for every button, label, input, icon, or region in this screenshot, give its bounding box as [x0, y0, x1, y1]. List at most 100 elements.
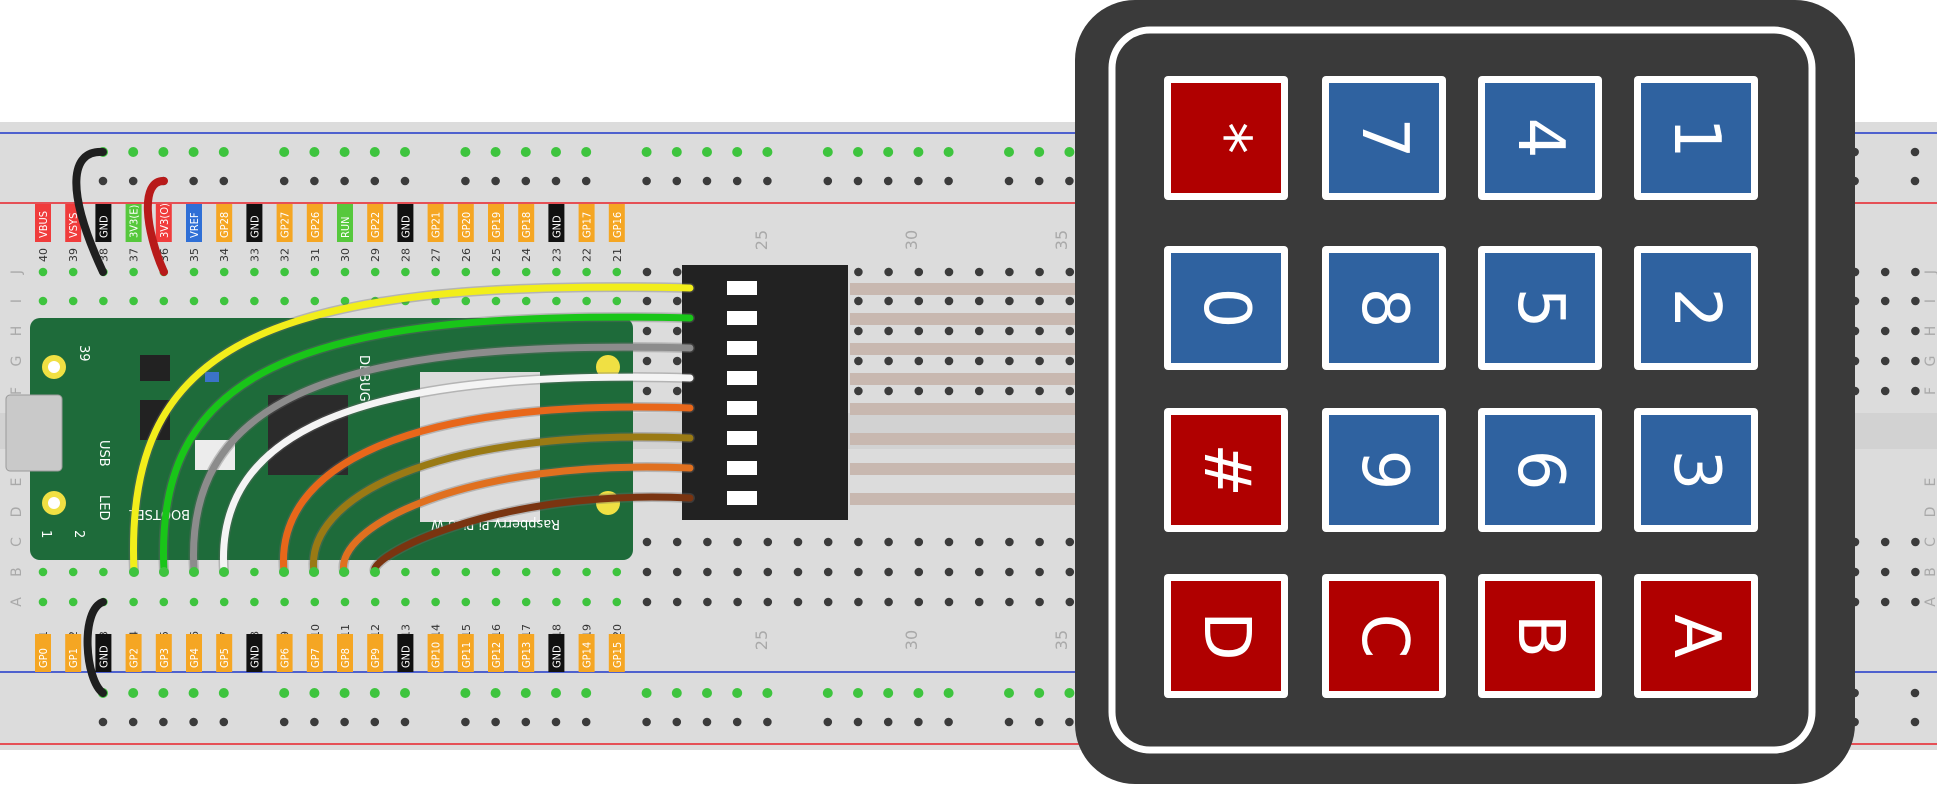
rail-hole: [1034, 147, 1045, 157]
rail-hole: [581, 176, 591, 186]
keypad-key-9[interactable]: 9: [1322, 408, 1446, 532]
pin-label: GP5: [218, 648, 231, 668]
terminal-hole: [1911, 386, 1920, 396]
keypad-key-star[interactable]: *: [1164, 76, 1288, 200]
rail-hole: [460, 688, 471, 698]
pin-label: GP27: [279, 212, 292, 238]
terminal-hole: [733, 567, 742, 577]
keypad-key-4[interactable]: 4: [1478, 76, 1602, 200]
keypad-key-7[interactable]: 7: [1322, 76, 1446, 200]
pin-label: GND: [399, 215, 412, 238]
terminal-hole: [1065, 537, 1075, 547]
key-face: [1171, 581, 1281, 691]
keypad-key-c[interactable]: C: [1322, 574, 1446, 698]
rail-hole: [461, 176, 470, 186]
terminal-hole: [642, 267, 652, 277]
top-pin-3v3(e): 3V3(E)37: [125, 204, 142, 262]
keypad-key-0[interactable]: 0: [1164, 246, 1288, 370]
terminal-hole: [1005, 537, 1014, 547]
pin-label: GP11: [460, 642, 473, 668]
terminal-hole: [944, 567, 954, 577]
terminal-hole: [1065, 356, 1075, 366]
pin-label: 3V3(O): [158, 203, 171, 238]
mount-hole-icon: [596, 355, 620, 379]
rail-hole: [642, 176, 651, 186]
terminal-hole: [1880, 567, 1890, 577]
keypad-key-1[interactable]: 1: [1634, 76, 1758, 200]
rail-hole: [460, 147, 471, 157]
terminal-hole: [944, 296, 954, 306]
jumper-wires: [72, 147, 695, 697]
keypad-key-d[interactable]: D: [1164, 574, 1288, 698]
rail-hole: [490, 147, 501, 157]
wire-end-dot: [159, 567, 169, 577]
terminal-hole: [250, 597, 259, 607]
terminal-hole: [612, 267, 622, 277]
terminal-hole: [1911, 326, 1920, 336]
terminal-hole: [733, 597, 742, 607]
terminal-hole: [944, 386, 954, 396]
terminal-hole: [189, 597, 199, 607]
usb-label: USB: [96, 440, 111, 467]
row-letter: D: [9, 507, 25, 518]
pin-label-bg: [518, 634, 535, 672]
rail-hole: [702, 688, 712, 698]
strip-trace: [850, 403, 1080, 415]
terminal-hole: [280, 597, 289, 607]
keypad-key-3[interactable]: 3: [1634, 408, 1758, 532]
key-label: C: [1347, 614, 1421, 659]
rail-hole: [1065, 717, 1074, 727]
pin-number: 34: [218, 248, 231, 262]
terminal-hole: [944, 326, 954, 336]
rail-hole: [883, 176, 893, 186]
terminal-hole: [491, 267, 501, 277]
row-letter: E: [9, 478, 25, 487]
pin-label-bg: [276, 204, 293, 242]
keypad-key-b[interactable]: B: [1478, 574, 1602, 698]
keypad-key-hash[interactable]: #: [1164, 408, 1288, 532]
keypad-key-a[interactable]: A: [1634, 574, 1758, 698]
pin-label: GP12: [490, 642, 503, 668]
terminal-hole: [521, 567, 531, 577]
terminal-hole: [1880, 597, 1890, 607]
pin-label-bg: [457, 204, 474, 242]
terminal-hole: [340, 597, 350, 607]
keypad-key-8[interactable]: 8: [1322, 246, 1446, 370]
key-face: [1171, 83, 1281, 193]
keypad-key-6[interactable]: 6: [1478, 408, 1602, 532]
strip-trace: [850, 463, 1080, 475]
pin-label: VSYS: [67, 213, 80, 238]
terminal-hole: [642, 296, 652, 306]
terminal-hole: [1035, 326, 1044, 336]
key-label: *: [1189, 122, 1263, 154]
terminal-hole: [974, 567, 984, 577]
row-letter: C: [1923, 537, 1937, 547]
terminal-hole: [1035, 356, 1044, 366]
rail-hole: [400, 688, 410, 698]
keypad-key-5[interactable]: 5: [1478, 246, 1602, 370]
pin-label-bg: [427, 634, 444, 672]
terminal-hole: [854, 326, 863, 336]
rail-hole: [309, 688, 320, 698]
keypad-key-2[interactable]: 2: [1634, 246, 1758, 370]
pin-number: 30: [339, 248, 352, 262]
rail-hole: [944, 717, 953, 727]
terminal-hole: [854, 267, 863, 277]
rail-hole: [159, 717, 168, 727]
rail-hole: [1034, 688, 1045, 698]
terminal-hole: [370, 597, 380, 607]
row-letter: I: [9, 299, 25, 303]
terminal-hole: [672, 267, 682, 277]
column-number: 35: [1052, 230, 1071, 250]
bottom-pin-gp4: 6GP4: [186, 631, 202, 672]
rail-hole: [219, 176, 229, 186]
terminal-hole: [129, 267, 138, 277]
header-body: [682, 265, 848, 520]
pin-label-bg: [155, 204, 172, 242]
key-label: #: [1189, 443, 1263, 497]
